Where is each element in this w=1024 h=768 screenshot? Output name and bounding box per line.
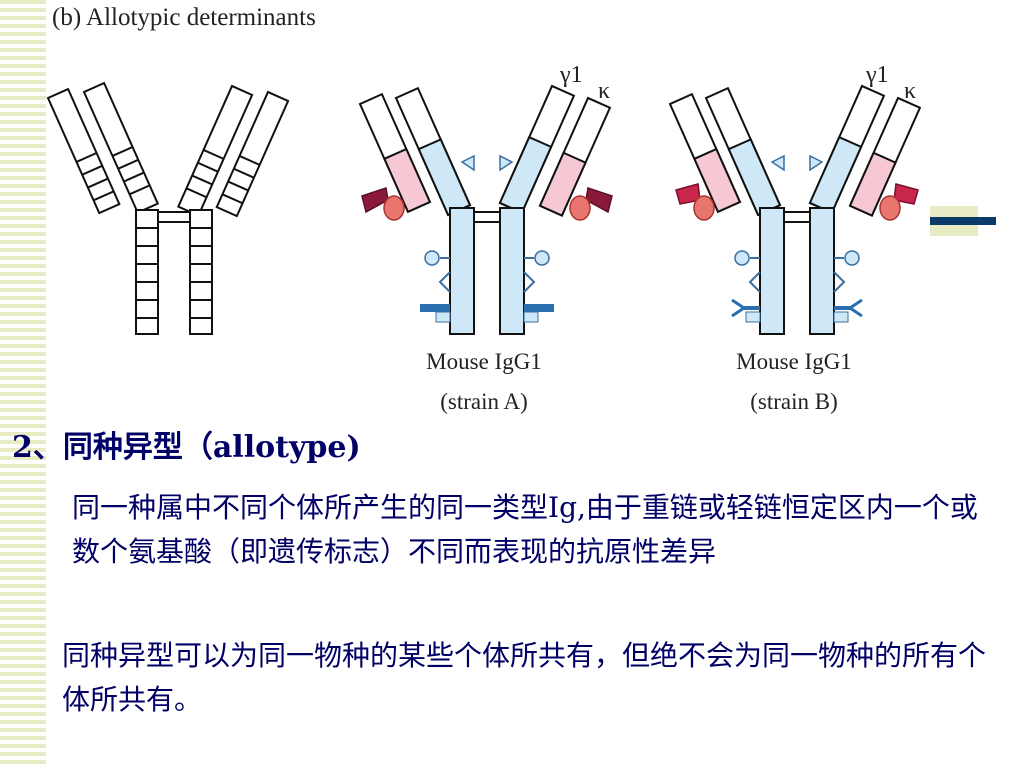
decorative-bar: [930, 206, 996, 236]
heavy-chain-label-a: γ1: [559, 62, 583, 88]
heavy-chain-label-b: γ1: [865, 62, 889, 88]
figure-title: (b) Allotypic determinants: [52, 4, 316, 31]
caption-line1: Mouse IgG1: [736, 349, 852, 374]
caption-line2: (strain B): [750, 389, 838, 414]
antibody-strain-a: [358, 84, 613, 335]
section-heading: 2、同种异型（allotype): [12, 430, 361, 465]
antibody-generic: [46, 81, 290, 335]
light-chain-label-b: κ: [904, 78, 916, 104]
antibody-strain-b: [668, 84, 922, 335]
light-chain-label-a: κ: [598, 78, 610, 104]
caption-strain-b: Mouse IgG1 (strain B): [694, 342, 894, 422]
caption-strain-a: Mouse IgG1 (strain A): [384, 342, 584, 422]
left-stripe-decoration: [0, 0, 46, 768]
caption-line2: (strain A): [440, 389, 528, 414]
definition-paragraph: 同一种属中不同个体所产生的同一类型Ig,由于重链或轻链恒定区内一个或数个氨基酸（…: [72, 491, 978, 568]
antibody-diagram: γ1 κ γ1 κ: [46, 62, 922, 335]
note-paragraph: 同种异型可以为同一物种的某些个体所共有，但绝不会为同一物种的所有个体所共有。: [62, 639, 987, 716]
caption-line1: Mouse IgG1: [426, 349, 542, 374]
